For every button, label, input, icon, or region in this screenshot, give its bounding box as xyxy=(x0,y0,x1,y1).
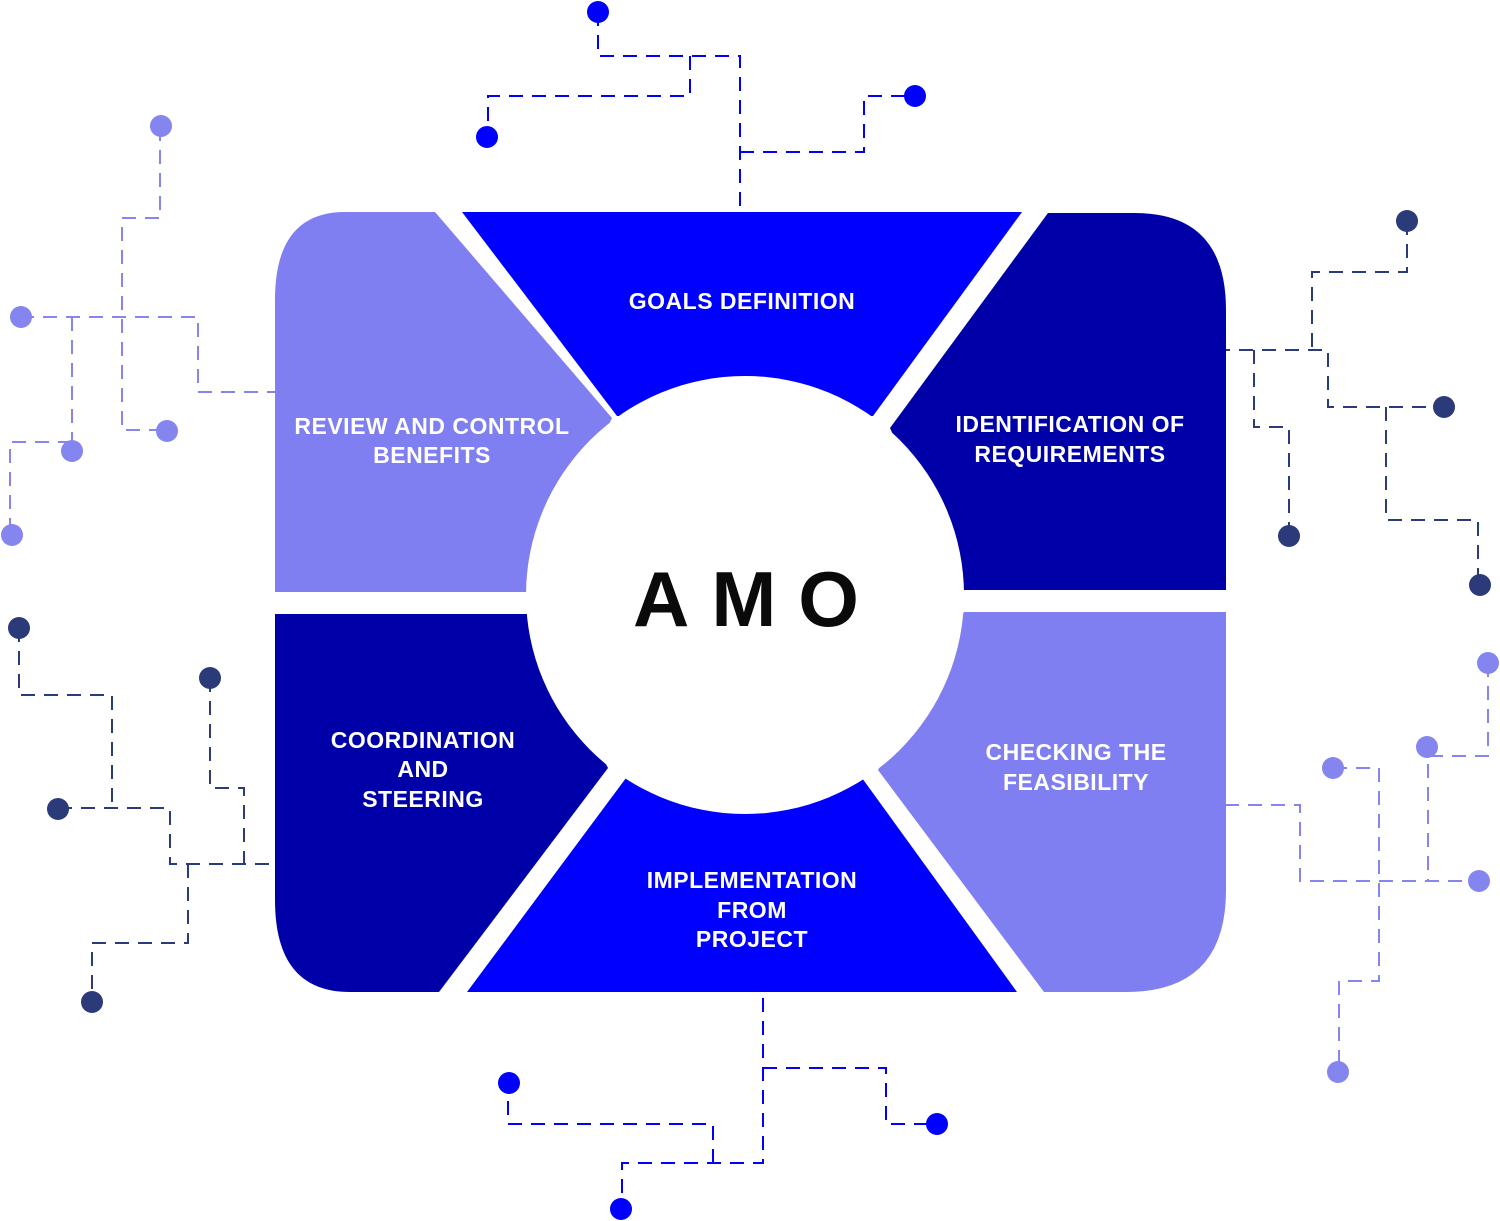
review-control-line1: REVIEW AND CONTROL xyxy=(294,413,569,439)
implementation-line1: IMPLEMENTATION xyxy=(647,867,858,893)
circuit-lower-right xyxy=(1225,652,1499,1083)
center-label: AMO xyxy=(633,555,881,643)
circuit-node xyxy=(199,667,221,689)
segment-review-and-control: REVIEW AND CONTROL BENEFITS xyxy=(275,212,612,592)
circuit-node xyxy=(1396,210,1418,232)
implementation-line3: PROJECT xyxy=(696,926,808,952)
segment-coordination-and-steering: COORDINATION AND STEERING xyxy=(275,614,608,992)
center-circle xyxy=(526,376,964,814)
identification-line2: REQUIREMENTS xyxy=(974,441,1165,467)
circuit-node xyxy=(1477,652,1499,674)
circuit-node xyxy=(8,617,30,639)
circuit-node xyxy=(1469,574,1491,596)
circuit-node xyxy=(150,115,172,137)
segment-implementation-from-project: IMPLEMENTATION FROM PROJECT xyxy=(467,778,1017,992)
circuit-node xyxy=(1,524,23,546)
circuit-upper-left xyxy=(1,115,275,546)
segment-identification-of-requirements: IDENTIFICATION OF REQUIREMENTS xyxy=(890,213,1226,590)
circuit-bottom xyxy=(498,998,948,1220)
circuit-node xyxy=(10,306,32,328)
circuit-node xyxy=(1468,870,1490,892)
feasibility-line1: CHECKING THE xyxy=(985,739,1166,765)
circuit-node xyxy=(1327,1061,1349,1083)
circuit-node xyxy=(1416,736,1438,758)
circuit-node xyxy=(81,991,103,1013)
circuit-node xyxy=(156,420,178,442)
coordination-line3: STEERING xyxy=(362,786,484,812)
circuit-node xyxy=(1322,757,1344,779)
circuit-node xyxy=(498,1072,520,1094)
circuit-node xyxy=(610,1198,632,1220)
circuit-upper-right xyxy=(1170,210,1491,596)
circuit-node xyxy=(1278,525,1300,547)
circuit-node xyxy=(476,126,498,148)
goals-definition-label: GOALS DEFINITION xyxy=(629,288,856,314)
circuit-lower-left xyxy=(8,617,330,1013)
center-hub: AMO xyxy=(526,376,964,814)
segment-goals-definition: GOALS DEFINITION xyxy=(462,212,1022,416)
review-control-line2: BENEFITS xyxy=(373,442,491,468)
implementation-line2: FROM xyxy=(717,897,787,923)
circuit-node xyxy=(904,85,926,107)
circuit-node xyxy=(587,1,609,23)
coordination-line1: COORDINATION xyxy=(331,727,515,753)
circuit-node xyxy=(1433,396,1455,418)
coordination-line2: AND xyxy=(397,756,448,782)
circuit-node xyxy=(61,440,83,462)
circuit-top xyxy=(476,1,926,212)
circuit-node xyxy=(926,1113,948,1135)
identification-line1: IDENTIFICATION OF xyxy=(955,411,1184,437)
segment-checking-feasibility: CHECKING THE FEASIBILITY xyxy=(878,612,1226,992)
circuit-node xyxy=(47,798,69,820)
feasibility-line2: FEASIBILITY xyxy=(1003,769,1149,795)
